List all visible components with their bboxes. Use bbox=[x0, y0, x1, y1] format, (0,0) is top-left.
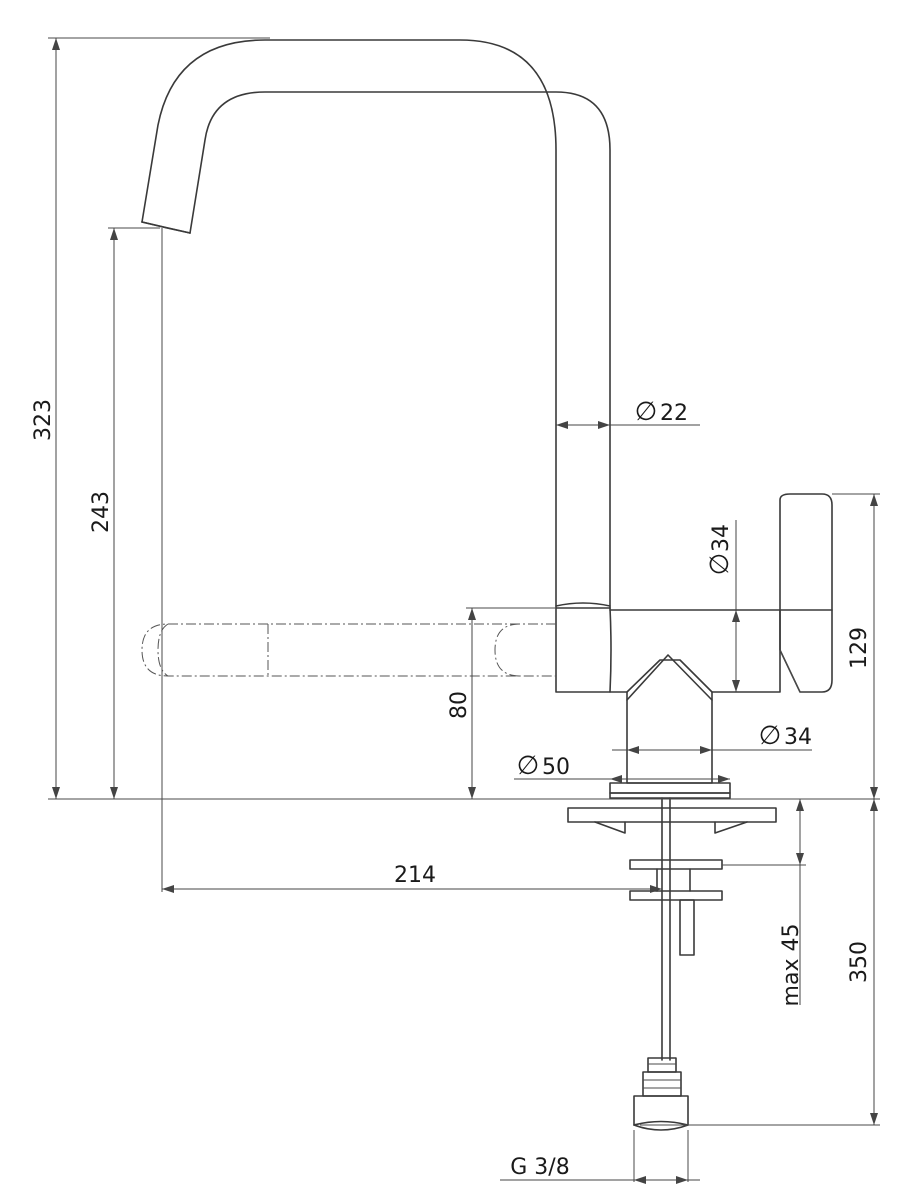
dimension-80: 80 bbox=[447, 608, 476, 799]
label-214: 214 bbox=[394, 863, 436, 888]
spout bbox=[141, 39, 611, 609]
diameter-symbol-50: ∅ bbox=[517, 751, 540, 781]
label-max45: max 45 bbox=[779, 924, 804, 1007]
label-80: 80 bbox=[447, 691, 472, 719]
diameter-symbol-22: ∅ bbox=[635, 397, 658, 427]
label-323: 323 bbox=[31, 399, 56, 441]
dimension-214: 214 bbox=[162, 863, 662, 893]
dimension-dia34-body: ∅ 34 bbox=[612, 721, 812, 754]
dimension-max45: max 45 bbox=[779, 799, 804, 1006]
label-dia22: 22 bbox=[660, 401, 688, 426]
label-dia34-body: 34 bbox=[784, 725, 812, 750]
dimension-dia50: ∅ 50 bbox=[514, 751, 730, 783]
dimension-dia34-top: ∅ 34 bbox=[705, 520, 740, 692]
label-g38: G 3/8 bbox=[510, 1155, 569, 1180]
label-129: 129 bbox=[847, 627, 872, 669]
diameter-symbol-34-body: ∅ bbox=[759, 721, 782, 751]
dimension-350: 350 bbox=[847, 799, 878, 1125]
label-350: 350 bbox=[847, 941, 872, 983]
faucet-body bbox=[555, 493, 833, 799]
extension-lines bbox=[48, 37, 880, 1182]
diameter-symbol-34-top: ∅ bbox=[705, 553, 735, 576]
label-243: 243 bbox=[89, 491, 114, 533]
dimension-129: 129 bbox=[847, 494, 878, 799]
label-dia34-top: 34 bbox=[709, 524, 734, 552]
spout-rotated-position bbox=[141, 623, 556, 677]
label-dia50: 50 bbox=[542, 755, 570, 780]
dimension-323: 323 bbox=[31, 38, 60, 799]
dimension-dia22: ∅ 22 bbox=[556, 397, 700, 429]
mounting-hardware bbox=[567, 797, 777, 1131]
dimension-g38: G 3/8 bbox=[500, 1155, 700, 1184]
dimension-243: 243 bbox=[89, 228, 118, 799]
